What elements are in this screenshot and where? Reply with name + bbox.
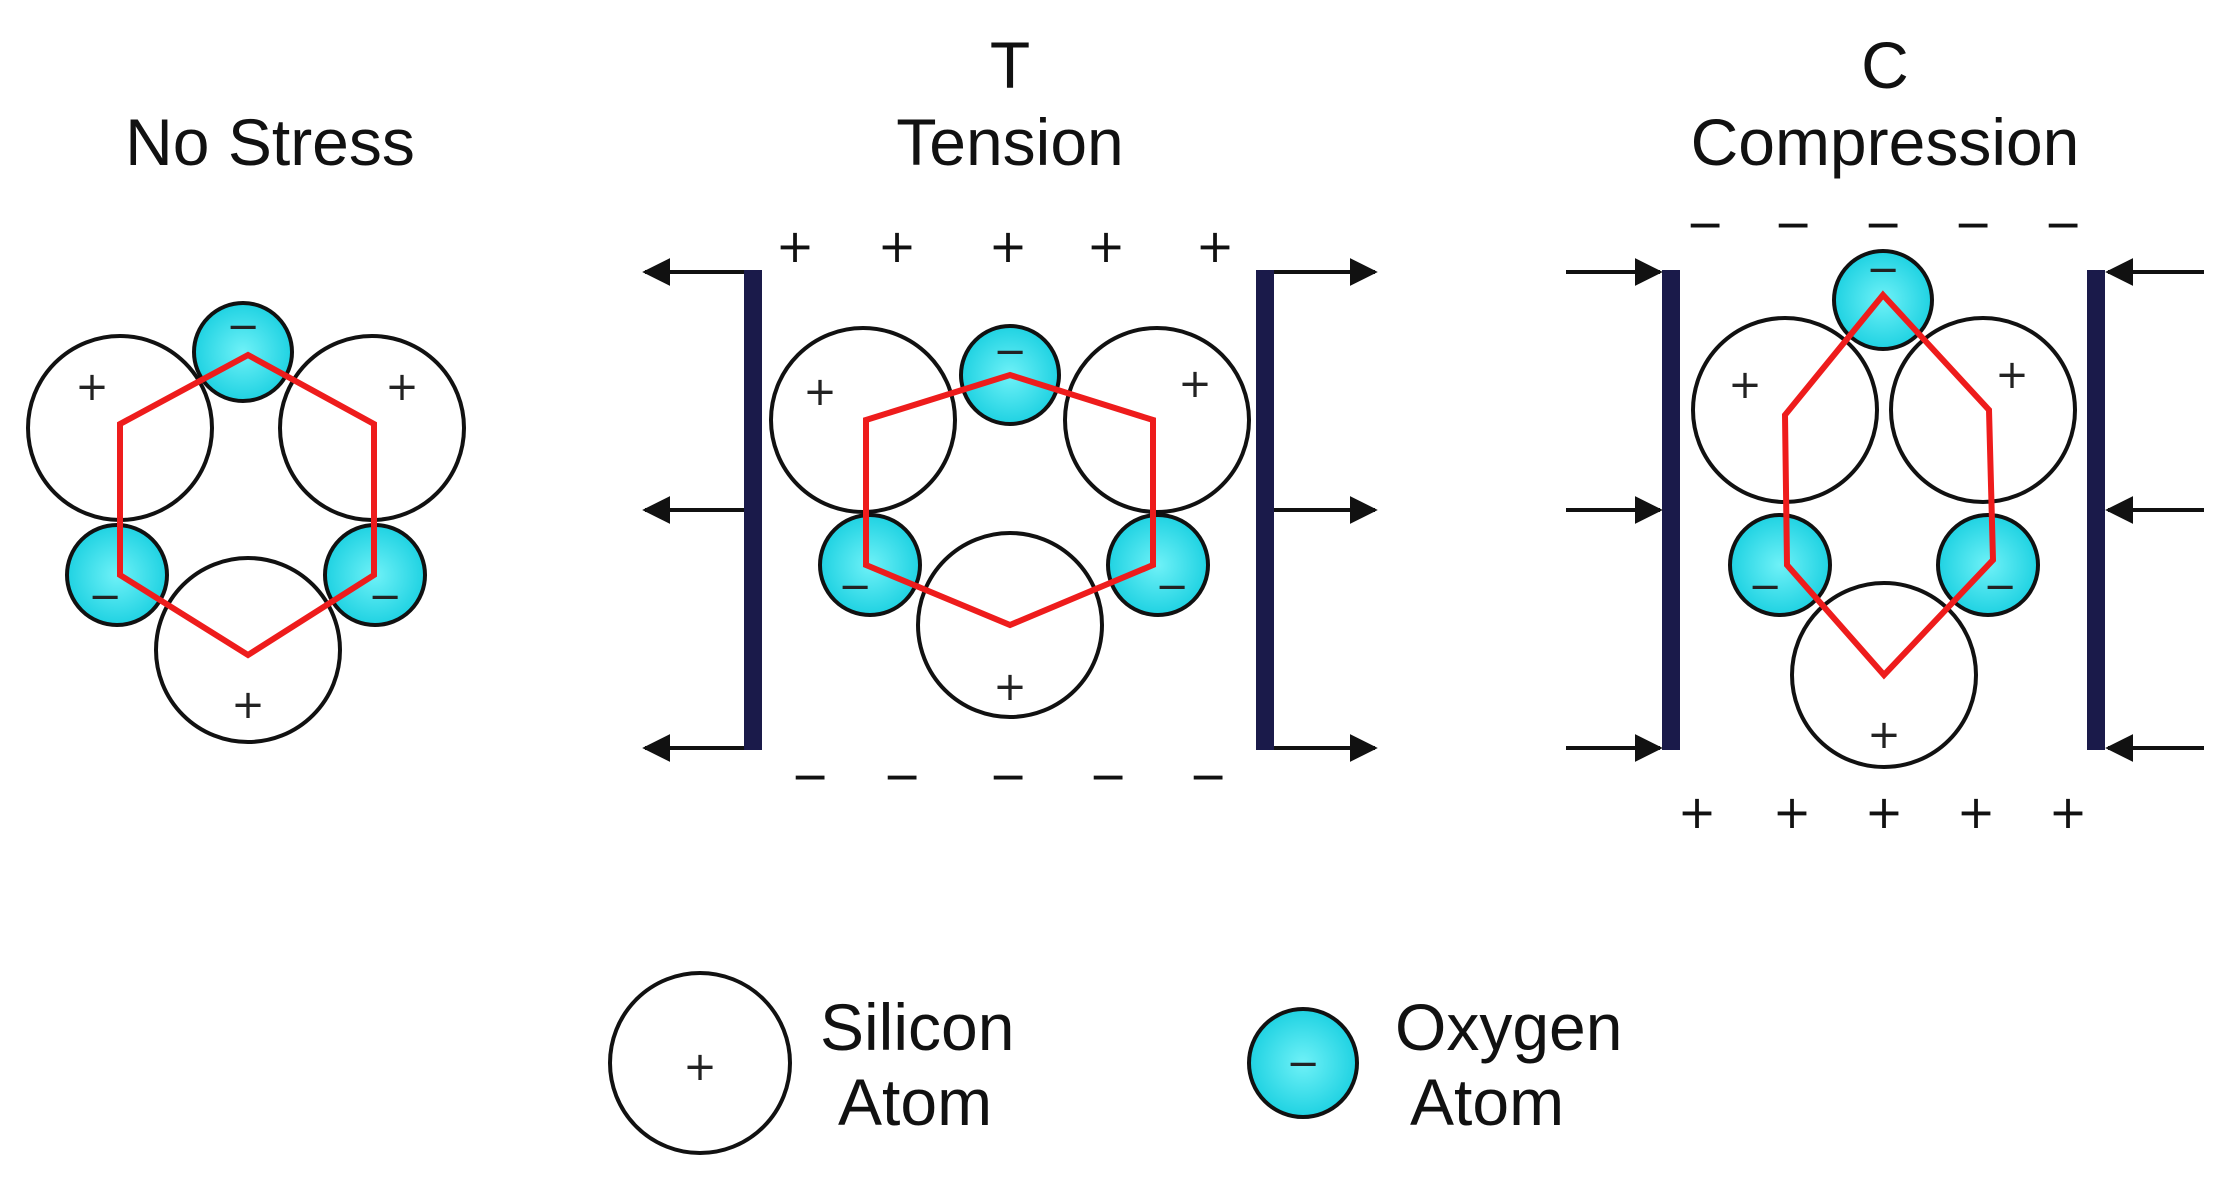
minus-sign: −	[226, 304, 260, 350]
minus-sign: −	[1864, 197, 1903, 251]
plus-sign: +	[231, 682, 265, 728]
tension-panel: + + + − − − + + + + + − − − − −	[642, 219, 1378, 803]
oxygen-label-line1: Oxygen	[1395, 990, 1622, 1064]
left-plate	[744, 270, 762, 750]
plus-sign: +	[1728, 362, 1762, 408]
top-charges: − − − − −	[1686, 197, 2083, 251]
plus-sign: +	[993, 664, 1027, 710]
silicon-label-line1: Silicon	[820, 990, 1014, 1064]
hexagon-lattice	[1781, 290, 1997, 680]
hexagon-lattice	[117, 351, 377, 659]
plus-sign: +	[683, 1044, 717, 1090]
minus-sign: −	[2044, 197, 2083, 251]
minus-sign: −	[1686, 197, 1725, 251]
plus-sign: +	[1865, 785, 1904, 839]
minus-sign: −	[993, 329, 1027, 375]
legend: + Silicon Atom − Oxygen Atom	[608, 971, 1622, 1155]
plus-sign: +	[776, 219, 815, 273]
plus-sign: +	[1196, 219, 1235, 273]
compression-title: Compression	[1691, 105, 2080, 179]
plus-sign: +	[1995, 352, 2029, 398]
oxygen-atom-swatch	[1247, 1007, 1359, 1119]
no-stress-panel: + + + − − −	[26, 301, 466, 744]
silicon-atom	[154, 556, 342, 744]
compression-letter: C	[1861, 28, 1909, 102]
minus-sign: −	[368, 574, 402, 620]
minus-sign: −	[1866, 247, 1900, 293]
minus-sign: −	[1748, 564, 1782, 610]
left-plate	[1662, 270, 1680, 750]
plus-sign: +	[878, 219, 917, 273]
top-charges: + + + + +	[776, 219, 1235, 273]
plus-sign: +	[1087, 219, 1126, 273]
minus-sign: −	[883, 749, 922, 803]
right-plate	[1256, 270, 1274, 750]
legend-silicon: + Silicon Atom	[608, 971, 1014, 1155]
oxygen-atom	[1728, 513, 1832, 617]
minus-sign: −	[88, 574, 122, 620]
plus-sign: +	[1678, 785, 1717, 839]
minus-sign: −	[838, 564, 872, 610]
silicon-label-line2: Atom	[838, 1065, 992, 1139]
minus-sign: −	[1089, 749, 1128, 803]
plus-sign: +	[75, 364, 109, 410]
oxygen-label-line2: Atom	[1410, 1065, 1564, 1139]
minus-sign: −	[1155, 564, 1189, 610]
oxygen-atom	[192, 301, 294, 403]
compression-panel: + + + − − − − − − − − + + + + +	[1566, 197, 2204, 839]
hexagon-lattice	[863, 371, 1156, 629]
silicon-atom-swatch	[608, 971, 792, 1155]
oxygen-atom	[1106, 513, 1210, 617]
minus-sign: −	[1189, 749, 1228, 803]
plus-sign: +	[989, 219, 1028, 273]
silicon-atom	[1889, 316, 2077, 504]
tension-title: Tension	[896, 105, 1124, 179]
plus-sign: +	[1867, 712, 1901, 758]
legend-oxygen: − Oxygen Atom	[1247, 990, 1622, 1139]
silicon-atom	[1790, 581, 1978, 769]
plus-sign: +	[385, 364, 419, 410]
plus-sign: +	[803, 369, 837, 415]
no-stress-title: No Stress	[125, 105, 415, 179]
minus-sign: −	[1774, 197, 1813, 251]
plus-sign: +	[1773, 785, 1812, 839]
minus-sign: −	[791, 749, 830, 803]
minus-sign: −	[1954, 197, 1993, 251]
minus-sign: −	[1286, 1041, 1320, 1087]
plus-sign: +	[2049, 785, 2088, 839]
bottom-charges: − − − − −	[791, 749, 1228, 803]
plus-sign: +	[1178, 361, 1212, 407]
tension-letter: T	[990, 28, 1030, 102]
minus-sign: −	[989, 749, 1028, 803]
silicon-atom	[916, 531, 1104, 719]
right-plate	[2087, 270, 2105, 750]
plus-sign: +	[1957, 785, 1996, 839]
minus-sign: −	[1983, 564, 2017, 610]
bottom-charges: + + + + +	[1678, 785, 2088, 839]
silicon-atom	[1063, 326, 1251, 514]
